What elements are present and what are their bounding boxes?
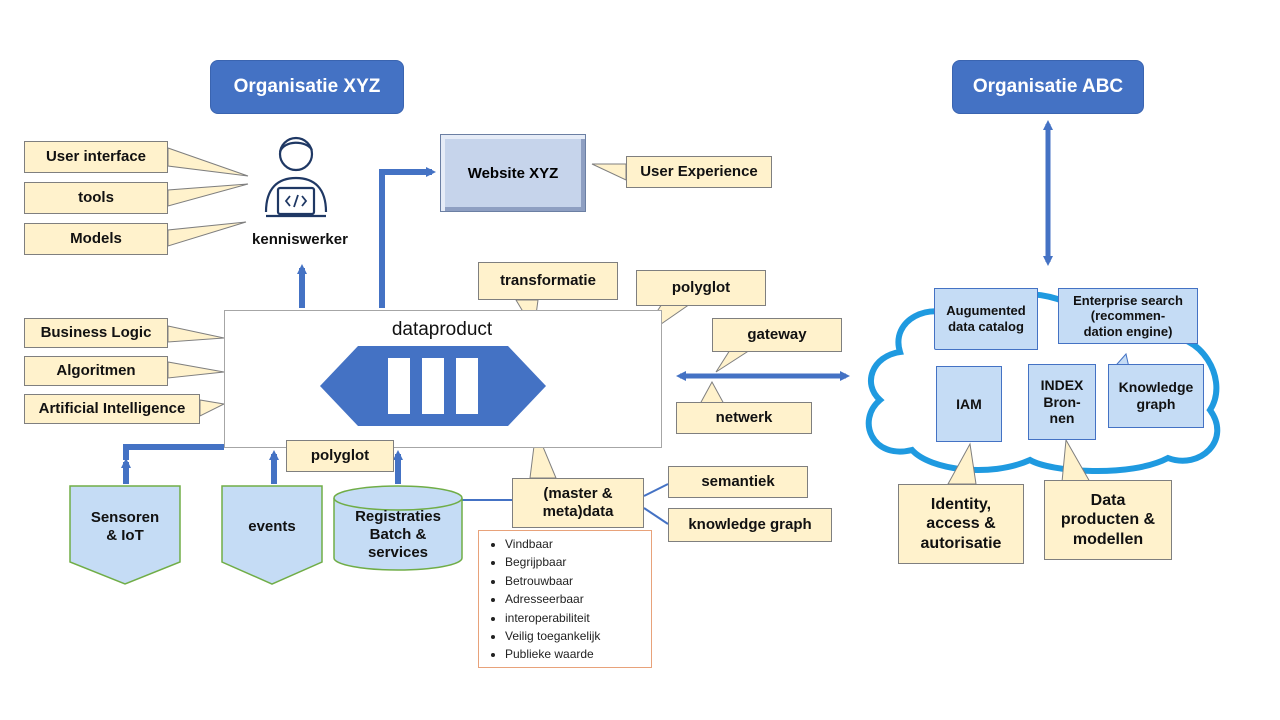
knowledge-graph-label: knowledge graph	[668, 508, 832, 542]
checklist-item: Vindbaar	[505, 535, 643, 553]
registraties-cylinder	[333, 485, 463, 571]
polyglot-bottom-label: polyglot	[286, 440, 394, 472]
website-xyz-box: Website XYZ	[440, 134, 586, 212]
index-bronnen-doc: INDEX Bron- nen	[1028, 364, 1096, 440]
person-laptop-icon	[264, 136, 328, 218]
checklist-item: Betrouwbaar	[505, 572, 643, 590]
sensors-label: Sensoren & IoT	[90, 509, 160, 544]
transformatie-label: transformatie	[478, 262, 618, 300]
sensors-shape	[69, 485, 181, 585]
user-interface-label: User interface	[24, 141, 168, 173]
master-meta-data-label: (master & meta)data	[512, 478, 644, 528]
data-producten-label: Data producten & modellen	[1044, 480, 1172, 560]
knowledge-graph-doc: Knowledge graph	[1108, 364, 1204, 428]
checklist-item: Publieke waarde	[505, 645, 643, 663]
polyglot-top-label: polyglot	[636, 270, 766, 306]
fair-checklist: Vindbaar Begrijpbaar Betrouwbaar Adresse…	[478, 530, 652, 668]
checklist-item: interoperabiliteit	[505, 609, 643, 627]
organisation-xyz-title: Organisatie XYZ	[210, 60, 404, 114]
checklist-item: Begrijpbaar	[505, 553, 643, 571]
checklist-item: Veilig toegankelijk	[505, 627, 643, 645]
events-shape	[221, 485, 323, 585]
kenniswerker-label: kenniswerker	[252, 230, 348, 248]
augumented-data-catalog-doc: Augumented data catalog	[934, 288, 1038, 350]
events-label: events	[248, 518, 296, 535]
iam-doc: IAM	[936, 366, 1002, 442]
tools-label: tools	[24, 182, 168, 214]
gateway-label: gateway	[712, 318, 842, 352]
user-experience-label: User Experience	[626, 156, 772, 188]
chevron-pipe-icon	[320, 346, 546, 426]
models-label: Models	[24, 223, 168, 255]
enterprise-search-doc: Enterprise search (recommen- dation engi…	[1058, 288, 1198, 344]
semantiek-label: semantiek	[668, 466, 808, 498]
checklist-item: Adresseerbaar	[505, 590, 643, 608]
organisation-abc-title: Organisatie ABC	[952, 60, 1144, 114]
dataproduct-title: dataproduct	[391, 319, 493, 340]
netwerk-label: netwerk	[676, 402, 812, 434]
artificial-intelligence-label: Artificial Intelligence	[24, 394, 200, 424]
registraties-label: Registraties Batch & services	[355, 508, 441, 561]
algoritmen-label: Algoritmen	[24, 356, 168, 386]
business-logic-label: Business Logic	[24, 318, 168, 348]
identity-access-label: Identity, access & autorisatie	[898, 484, 1024, 564]
